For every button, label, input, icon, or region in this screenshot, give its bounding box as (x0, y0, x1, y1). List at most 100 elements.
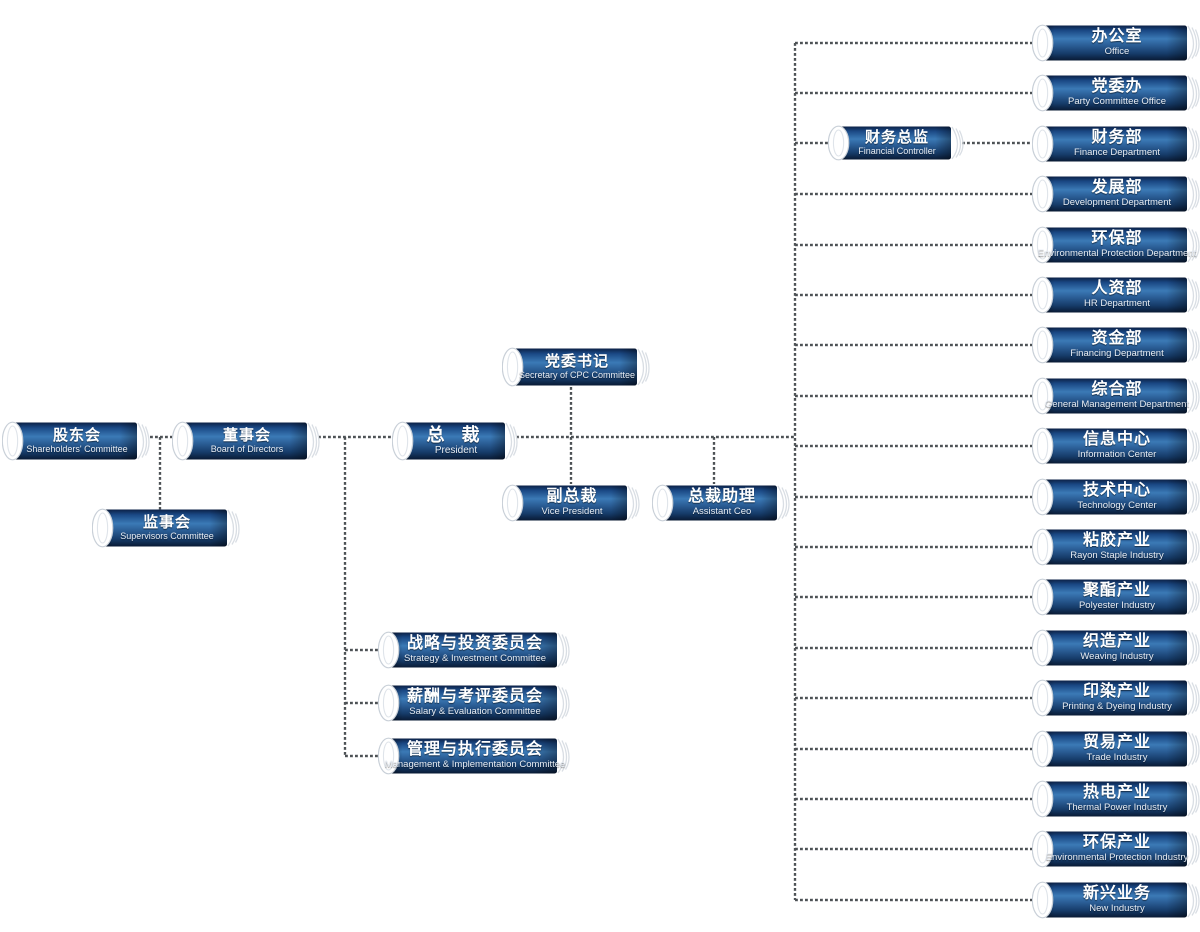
node-title-en: Office (1104, 46, 1130, 58)
node-title-cn: 战略与投资委员会 (406, 635, 543, 653)
node-title-cn: 印染产业 (1082, 683, 1151, 701)
node-title-en: Environmental Protection Department (1037, 248, 1197, 260)
node-title-en: Weaving Industry (1080, 651, 1154, 663)
node-title-cn: 热电产业 (1082, 784, 1151, 802)
node-title-en: Rayon Staple Industry (1070, 550, 1164, 562)
node-title-en: New Industry (1089, 903, 1145, 915)
node-title-cn: 技术中心 (1082, 482, 1151, 500)
node-title-en: Board of Directors (210, 444, 284, 454)
node-title-en: Development Department (1062, 197, 1172, 209)
node-title-en: Technology Center (1077, 500, 1157, 512)
node-title-en: Trade Industry (1086, 752, 1148, 764)
node-title-en: Printing & Dyeing Industry (1062, 701, 1172, 713)
node-title-cn: 贸易产业 (1082, 734, 1151, 752)
node-title-cn: 监事会 (142, 514, 191, 531)
node-title-cn: 党委办 (1091, 78, 1143, 96)
node-title-cn: 环保产业 (1082, 834, 1151, 852)
node-title-cn: 新兴业务 (1082, 885, 1151, 903)
node-title-cn: 党委书记 (544, 353, 609, 370)
node-title-en: Shareholders' Committee (26, 444, 128, 454)
node-title-en: Financing Department (1070, 348, 1164, 360)
node-title-en: Polyester Industry (1078, 600, 1156, 612)
node-title-cn: 信息中心 (1082, 431, 1151, 449)
node-title-cn: 资金部 (1091, 330, 1143, 348)
node-title-en: Salary & Evaluation Committee (409, 706, 541, 718)
node-title-cn: 财务部 (1091, 129, 1143, 147)
node-title-en: Strategy & Investment Committee (403, 653, 547, 665)
node-title-cn: 办公室 (1091, 28, 1143, 46)
node-title-en: Thermal Power Industry (1066, 802, 1168, 814)
node-title-en: President (434, 445, 478, 456)
node-title-cn: 织造产业 (1082, 633, 1151, 651)
node-title-en: Financial Controller (858, 146, 936, 156)
node-title-cn: 人资部 (1091, 280, 1143, 298)
node-title-en: General Management Department (1044, 399, 1190, 411)
node-title-cn: 董事会 (222, 427, 271, 444)
node-title-cn: 粘胶产业 (1082, 532, 1151, 550)
node-title-cn: 综合部 (1091, 381, 1143, 399)
node-title-cn: 财务总监 (864, 129, 929, 146)
node-title-cn: 发展部 (1091, 179, 1143, 197)
node-title-cn: 环保部 (1091, 230, 1143, 248)
node-title-cn: 薪酬与考评委员会 (406, 688, 543, 706)
node-title-cn: 管理与执行委员会 (406, 741, 543, 759)
